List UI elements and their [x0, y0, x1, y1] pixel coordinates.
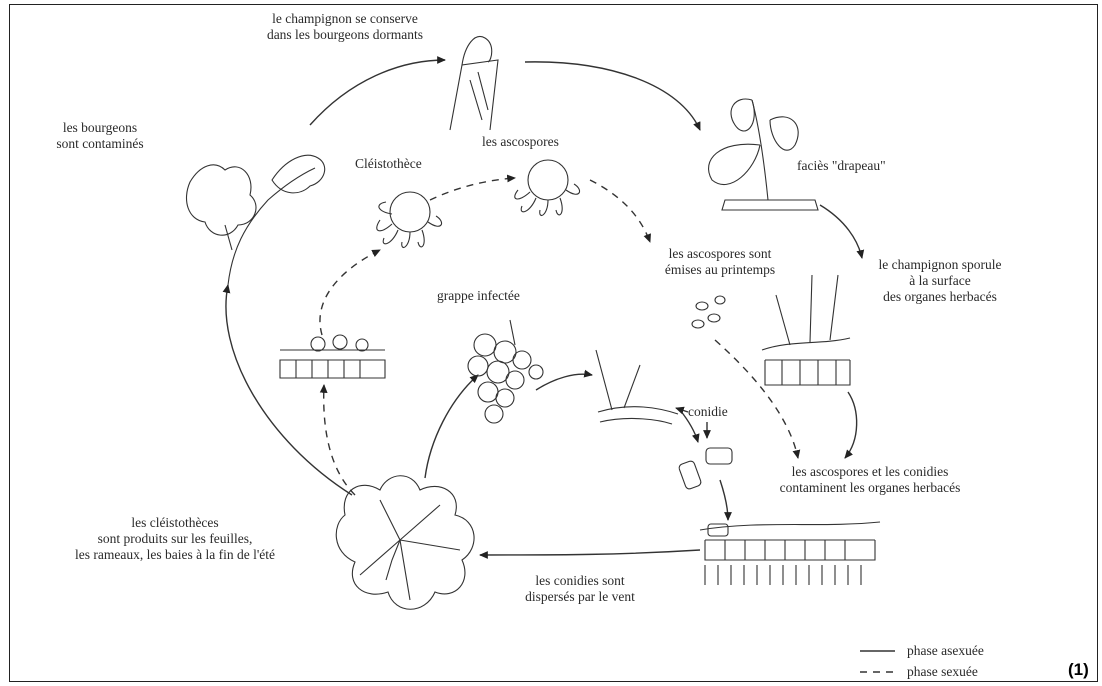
- label-dormant-buds: le champignon se conserve dans les bourg…: [260, 11, 430, 43]
- cleistothecium-icon: [377, 192, 442, 247]
- label-contamination: les ascospores et les conidies contamine…: [760, 464, 980, 496]
- arrow-ascospores-to-emitted: [590, 180, 650, 242]
- cleistothecia-tissue-icon: [280, 335, 385, 378]
- infected-tissue-icon: [700, 522, 880, 585]
- arrow-bunch-to-conidiophore: [536, 374, 592, 390]
- sporulation-surface-icon: [762, 275, 850, 385]
- dormant-bud-icon: [450, 37, 498, 130]
- label-ascospores-emitted: les ascospores sont émises au printemps: [655, 246, 785, 278]
- label-buds-contaminated: les bourgeons sont contaminés: [40, 120, 160, 152]
- arrow-flag-to-sporulation: [820, 205, 862, 258]
- label-infected-bunch: grappe infectée: [437, 288, 520, 304]
- shoot-leaf-icon: [186, 155, 324, 285]
- conidiophore-icon: [596, 350, 678, 424]
- conidia-icon: [678, 448, 732, 490]
- arrow-tissue-to-cleistothecium: [320, 250, 380, 335]
- label-cleistothecium: Cléistothèce: [355, 156, 422, 172]
- flag-shoot-icon: [709, 99, 818, 210]
- infected-leaf-icon: [336, 476, 474, 610]
- arrow-leaf-to-shoot: [226, 285, 352, 495]
- label-sporulation: le champignon sporule à la surface des o…: [865, 257, 1015, 305]
- arrow-spores-to-contamination: [715, 340, 798, 458]
- label-cleistothecia-produced: les cléistothèces sont produits sur les …: [45, 515, 305, 563]
- grape-bunch-icon: [468, 320, 543, 423]
- arrow-leaf-to-bunch: [425, 375, 478, 478]
- arrow-cleistothecium-to-ascospores: [430, 178, 515, 200]
- ascospore-cluster-icon: [692, 296, 725, 328]
- legend-sexual-label: phase sexuée: [907, 664, 978, 680]
- label-ascospores: les ascospores: [482, 134, 559, 150]
- arrow-leaf-to-buds: [310, 60, 445, 125]
- legend-asexual-label: phase asexuée: [907, 643, 984, 659]
- arrow-tissue-to-leaf: [480, 550, 700, 555]
- arrow-sporulation-to-contamination: [845, 392, 857, 458]
- label-flag-shoot: faciès "drapeau": [797, 158, 886, 174]
- ascospore-cleistothecium-icon: [515, 160, 580, 215]
- figure-number: (1): [1068, 660, 1089, 680]
- arrow-buds-to-flag: [525, 62, 700, 130]
- arrow-conidie-to-hypha: [676, 408, 688, 412]
- label-wind-dispersal: les conidies sont dispersés par le vent: [510, 573, 650, 605]
- arrow-conidia-to-tissue: [720, 480, 728, 520]
- label-conidium: conidie: [688, 404, 728, 420]
